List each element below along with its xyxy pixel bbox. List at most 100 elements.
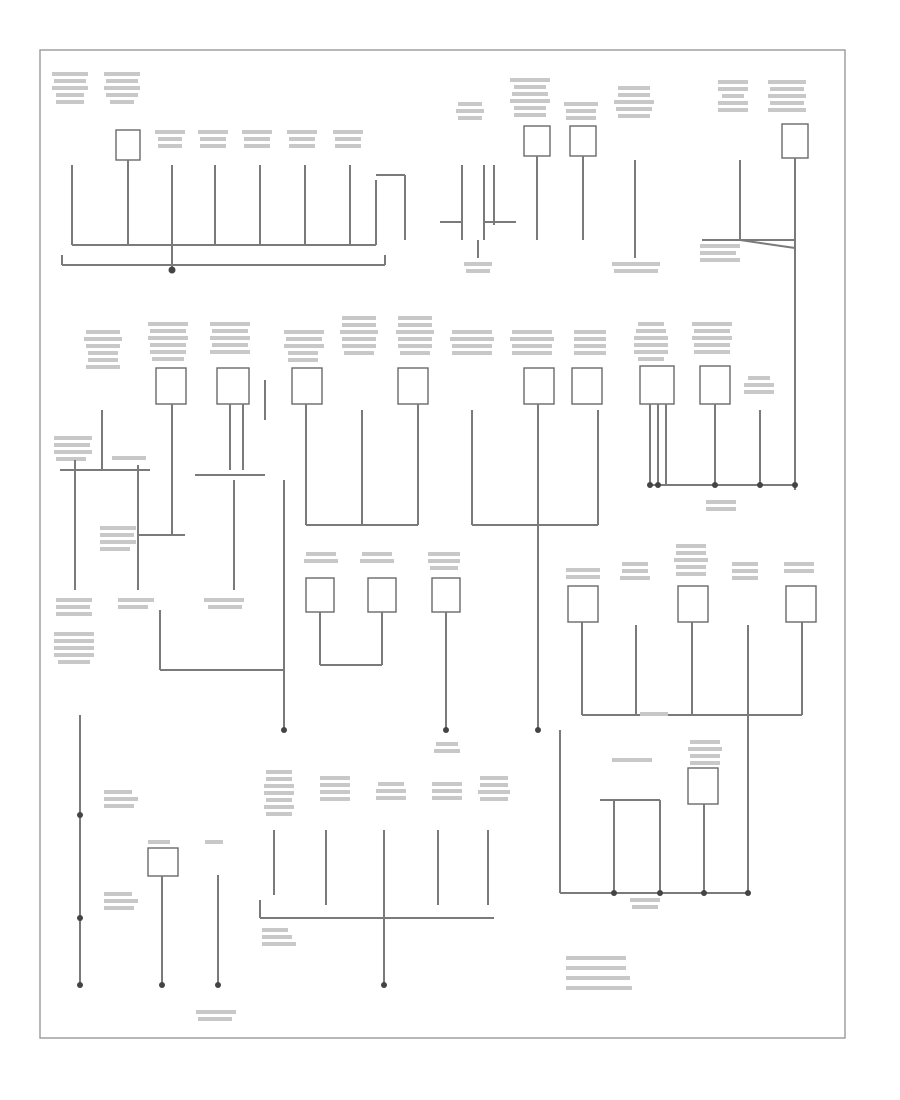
label-text-block: [566, 956, 626, 960]
connector-box: [677, 585, 709, 623]
label-text-block: [618, 86, 650, 90]
label-text-block: [150, 329, 186, 333]
label-text-block: [200, 144, 226, 148]
ground-point: [611, 890, 617, 896]
label-text-block: [342, 323, 376, 327]
label-text-block: [104, 790, 132, 794]
label-text-block: [732, 562, 758, 566]
connector-box: [523, 125, 551, 157]
label-text-block: [306, 552, 336, 556]
label-text-block: [718, 80, 748, 84]
label-text-block: [266, 777, 292, 781]
label-text-block: [718, 108, 748, 112]
diagram-frame: [39, 49, 846, 1039]
ground-point: [657, 890, 663, 896]
label-text-block: [362, 552, 392, 556]
label-text-block: [148, 840, 170, 844]
label-text-block: [770, 101, 804, 105]
label-text-block: [450, 337, 494, 341]
connector-box: [305, 577, 335, 613]
label-text-block: [210, 322, 250, 326]
label-text-block: [430, 566, 458, 570]
label-text-block: [398, 316, 432, 320]
label-text-block: [676, 565, 706, 569]
bottom-center-group: [259, 770, 510, 988]
label-text-block: [198, 1017, 232, 1021]
connector-box: [216, 367, 250, 405]
label-text-block: [700, 244, 740, 248]
label-text-block: [340, 330, 378, 334]
ground-point: [712, 482, 718, 488]
label-text-block: [208, 605, 242, 609]
label-text-block: [692, 322, 732, 326]
top-center-group: [440, 78, 660, 273]
label-text-block: [478, 790, 510, 794]
connector-box: [431, 577, 461, 613]
ground-point: [443, 727, 449, 733]
label-text-block: [205, 840, 223, 844]
label-text-block: [640, 712, 668, 716]
label-text-block: [56, 612, 92, 616]
connector-box: [639, 365, 675, 405]
label-text-block: [706, 500, 736, 504]
lower-middle-group: [304, 552, 461, 753]
label-text-block: [396, 330, 434, 334]
ground-point: [77, 915, 83, 921]
label-text-block: [512, 344, 552, 348]
ground-point: [701, 890, 707, 896]
label-text-block: [706, 507, 736, 511]
label-text-block: [574, 351, 606, 355]
label-text-block: [104, 72, 140, 76]
label-text-block: [200, 137, 226, 141]
label-text-block: [56, 605, 90, 609]
label-text-block: [456, 109, 484, 113]
label-text-block: [616, 107, 652, 111]
connector-box: [397, 367, 429, 405]
label-text-block: [86, 344, 120, 348]
label-text-block: [104, 804, 134, 808]
label-text-block: [100, 533, 134, 537]
label-text-block: [52, 72, 88, 76]
label-text-block: [452, 330, 492, 334]
label-text-block: [638, 322, 664, 326]
connector-box: [367, 577, 397, 613]
label-text-block: [244, 137, 270, 141]
legend: [566, 956, 632, 990]
label-text-block: [54, 653, 94, 657]
label-text-block: [210, 350, 250, 354]
bottom-right-group: [559, 730, 751, 909]
label-text-block: [510, 99, 550, 103]
label-text-block: [104, 899, 138, 903]
connector-box: [115, 129, 141, 161]
label-text-block: [212, 329, 248, 333]
label-text-block: [86, 365, 120, 369]
label-text-block: [566, 109, 596, 113]
label-text-block: [690, 740, 720, 744]
label-text-block: [458, 102, 482, 106]
label-text-block: [744, 383, 774, 387]
label-text-block: [564, 102, 598, 106]
label-text-block: [398, 323, 432, 327]
label-text-block: [618, 93, 650, 97]
connector-box: [569, 125, 597, 157]
label-text-block: [398, 344, 432, 348]
label-text-block: [634, 343, 668, 347]
label-text-block: [212, 343, 248, 347]
label-text-block: [432, 782, 462, 786]
ground-point: [159, 982, 165, 988]
label-text-block: [84, 337, 122, 341]
label-text-block: [784, 569, 814, 573]
label-text-block: [244, 144, 270, 148]
label-text-block: [360, 559, 394, 563]
label-text-block: [688, 747, 722, 751]
label-text-block: [150, 350, 186, 354]
label-text-block: [198, 130, 228, 134]
label-text-block: [86, 330, 120, 334]
ground-point: [77, 982, 83, 988]
label-text-block: [288, 351, 318, 355]
label-text-block: [436, 742, 458, 746]
label-text-block: [480, 783, 508, 787]
label-text-block: [264, 805, 294, 809]
label-text-block: [452, 351, 492, 355]
label-text-block: [52, 86, 88, 90]
